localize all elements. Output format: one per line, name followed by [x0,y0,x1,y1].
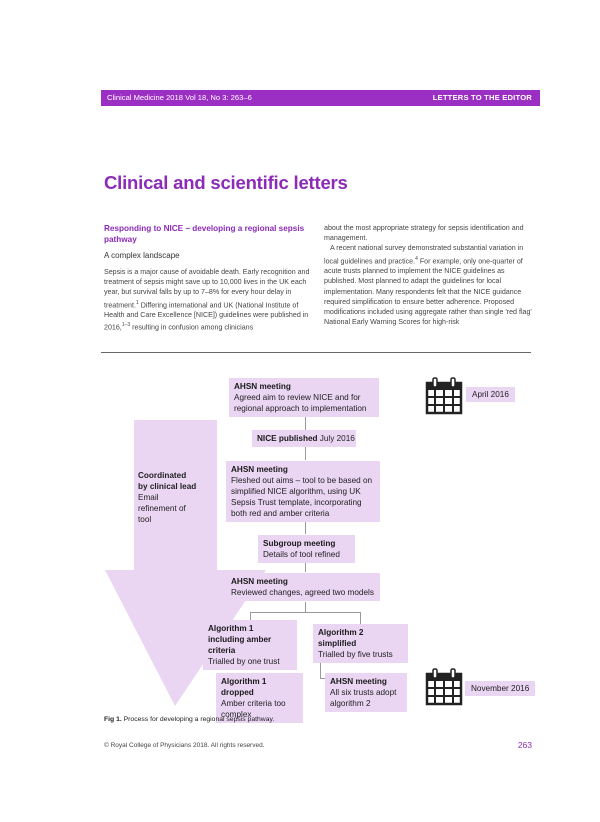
connector [320,654,321,678]
calendar-icon [425,668,463,706]
connector [250,612,360,613]
flow-box-algorithm-1: Algorithm 1 including amber criteria Tri… [203,620,297,670]
flow-box-ahsn-meeting-1: AHSN meeting Agreed aim to review NICE a… [229,378,379,417]
connector [250,612,251,622]
figure-caption: Fig 1. Process for developing a regional… [104,716,275,723]
body-column-1: Sepsis is a major cause of avoidable dea… [104,268,310,332]
connector [305,602,306,612]
down-arrow-shape [105,420,266,706]
connector [305,562,306,572]
connector [360,612,361,624]
coordination-text: Email refinement of tool [138,493,186,524]
connector [305,518,306,534]
page-number: 263 [517,740,532,750]
copyright-footer: © Royal College of Physicians 2018. All … [104,742,265,749]
calendar-icon [425,377,463,415]
flow-box-algorithm-2: Algorithm 2 simplified Trialled by five … [313,624,408,663]
journal-banner: Clinical Medicine 2018 Vol 18, No 3: 263… [101,90,540,106]
coordination-title: Coordinated by clinical lead [138,471,197,491]
flow-box-algorithm-1-dropped: Algorithm 1 dropped Amber criteria too c… [216,673,303,723]
date-april-2016: April 2016 [466,387,515,402]
date-november-2016: November 2016 [465,681,536,696]
flow-box-subgroup-meeting: Subgroup meeting Details of tool refined [258,535,355,563]
flow-box-ahsn-meeting-2: AHSN meeting Fleshed out aims – tool to … [226,461,380,522]
flow-box-ahsn-meeting-4: AHSN meeting All six trusts adopt algori… [325,673,407,712]
figure-divider [101,352,531,353]
connector [320,678,326,679]
journal-citation: Clinical Medicine 2018 Vol 18, No 3: 263… [107,93,252,102]
body-column-2: about the most appropriate strategy for … [324,224,532,327]
flow-box-ahsn-meeting-3: AHSN meeting Reviewed changes, agreed tw… [226,573,380,601]
section-title: Clinical and scientific letters [104,172,348,193]
article-title: Responding to NICE – developing a region… [104,224,305,244]
connector [305,446,306,460]
connector [305,414,306,432]
section-label: LETTERS TO THE EDITOR [432,93,532,102]
coordination-note: Coordinated by clinical lead Email refin… [138,470,198,525]
article-subheading: A complex landscape [104,251,180,260]
flow-box-nice-published: NICE published July 2016 [252,430,356,447]
